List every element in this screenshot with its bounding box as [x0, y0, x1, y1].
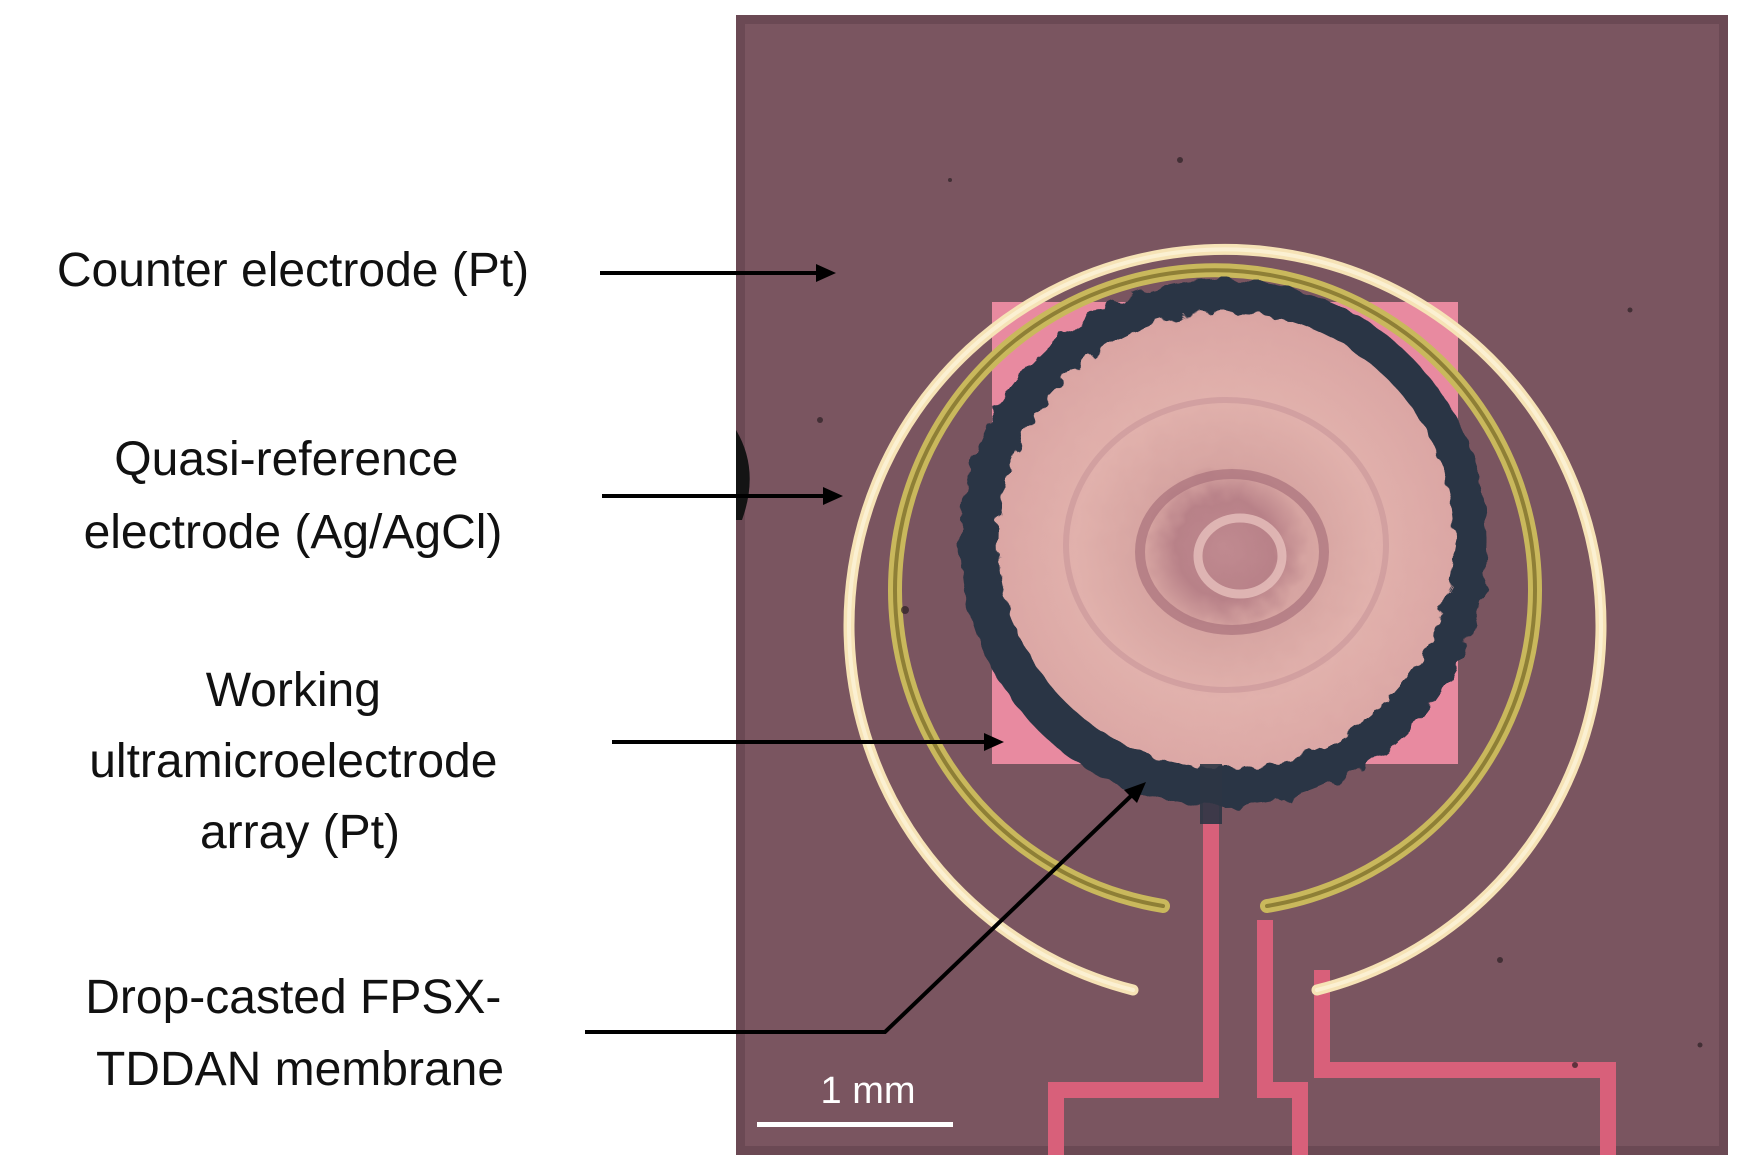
chip-photo [736, 15, 1728, 1155]
membrane-outer-halo [1063, 397, 1389, 693]
lead-gap [1200, 764, 1222, 824]
label-membrane-line-2: TDDAN membrane [96, 1043, 504, 1096]
scale-bar-label: 1 mm [821, 1070, 916, 1112]
membrane-center-ring-inner [1193, 513, 1287, 599]
label-reference-electrode-line-1: Quasi-reference [114, 433, 458, 486]
label-membrane-line-1: Drop-casted FPSX- [85, 971, 501, 1024]
counter-electrode-ring-core [847, 247, 1603, 992]
label-reference-electrode: Quasi-reference electrode (Ag/AgCl) [84, 433, 503, 559]
arrow-membrane [585, 793, 1134, 1034]
scale-bar-line [757, 1122, 953, 1127]
membrane [960, 279, 1488, 824]
dust-specks [817, 157, 1703, 1068]
label-counter-electrode-line-1: Counter electrode (Pt) [57, 244, 529, 297]
annotation-arrows [585, 264, 1146, 1034]
membrane-center-ring [1135, 469, 1329, 635]
scale-bar [757, 1122, 953, 1127]
reference-electrode-ring-core [893, 268, 1537, 908]
label-counter-electrode: Counter electrode (Pt) [57, 244, 529, 297]
label-working-electrode-line-3: array (Pt) [200, 806, 400, 859]
membrane-body [998, 312, 1454, 768]
labels: Counter electrode (Pt) Quasi-reference e… [57, 244, 529, 1096]
label-reference-electrode-line-2: electrode (Ag/AgCl) [84, 506, 503, 559]
arrowhead-counter-electrode [816, 264, 836, 282]
arrowhead-reference-electrode [823, 487, 843, 505]
arrowhead-working-electrode [984, 733, 1004, 751]
label-working-electrode-line-2: ultramicroelectrode [89, 735, 497, 788]
contact-traces [1048, 770, 1616, 1155]
arrowhead-membrane [1124, 782, 1146, 803]
label-working-electrode: Working ultramicroelectrode array (Pt) [89, 664, 511, 859]
label-membrane: Drop-casted FPSX- TDDAN membrane [85, 971, 514, 1096]
label-working-electrode-line-1: Working [206, 664, 381, 717]
